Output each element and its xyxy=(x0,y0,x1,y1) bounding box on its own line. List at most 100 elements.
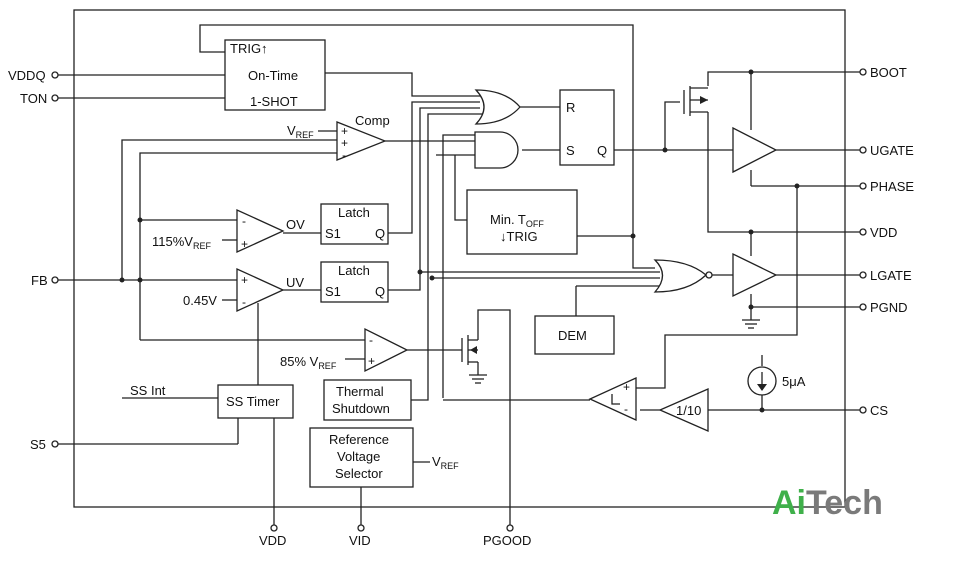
pin-cs-label: CS xyxy=(870,403,888,418)
pin-pgnd: PGND xyxy=(859,300,908,315)
oneshot-1shot-label: 1-SHOT xyxy=(250,94,298,109)
pin-phase: PHASE xyxy=(859,179,914,194)
thermal-line2: Shutdown xyxy=(332,401,390,416)
svg-text:+: + xyxy=(341,136,348,150)
lower-gate-driver xyxy=(732,252,778,298)
ss-timer-label: SS Timer xyxy=(226,394,280,409)
chip-outline xyxy=(73,9,846,508)
cs-amp-plus: + xyxy=(623,380,630,394)
pin-vddq: VDDQ xyxy=(8,68,59,83)
mintoff-line1: Min. TOFF xyxy=(490,212,544,229)
svg-text:+: + xyxy=(368,354,375,368)
oneshot-block: TRIG↑ On-Time 1-SHOT xyxy=(224,39,326,111)
pin-cs: CS xyxy=(859,403,888,418)
pgood-nmos-icon xyxy=(461,335,478,365)
pg-comparator: - + 85% VREF xyxy=(280,327,409,373)
pin-ton: TON xyxy=(20,91,59,106)
pin-fb: FB xyxy=(31,273,59,288)
pin-boot: BOOT xyxy=(859,65,907,80)
oneshot-ontime-label: On-Time xyxy=(248,68,298,83)
current-source: 5μA xyxy=(747,366,806,396)
pin-s5-label: S5 xyxy=(30,437,46,452)
pin-vdd-bottom-label: VDD xyxy=(259,533,286,548)
latch-uv-q: Q xyxy=(375,284,385,299)
svg-text:-: - xyxy=(242,214,246,228)
thermal-shutdown-block: Thermal Shutdown xyxy=(323,379,412,421)
upper-gate-driver xyxy=(732,126,778,174)
mintoff-block: Min. TOFF ↓TRIG xyxy=(466,189,578,255)
cs-amp-minus: - xyxy=(624,402,628,416)
comp-vref-label: VREF xyxy=(287,123,314,140)
logo-part2: Tech xyxy=(806,484,883,522)
pin-vid: VID xyxy=(349,524,371,548)
svg-text:-: - xyxy=(369,333,373,347)
latch-ov: Latch S1 Q xyxy=(320,203,389,245)
arrow-down-icon xyxy=(757,384,767,391)
sr-latch: R S Q xyxy=(559,89,615,166)
refsel-line3: Selector xyxy=(335,466,383,481)
dem-label: DEM xyxy=(558,328,587,343)
pin-pgnd-label: PGND xyxy=(870,300,908,315)
pin-vdd-right-label: VDD xyxy=(870,225,897,240)
junction-dots xyxy=(119,69,800,413)
svg-text:+: + xyxy=(241,273,248,287)
ss-timer-block: SS Timer SS Int xyxy=(130,383,294,419)
pin-pgood-label: PGOOD xyxy=(483,533,531,548)
pin-vid-label: VID xyxy=(349,533,371,548)
or-gate-bottom-bubble xyxy=(705,271,713,279)
sr-q: Q xyxy=(597,143,607,158)
pin-vdd-right: VDD xyxy=(859,225,897,240)
svg-text:+: + xyxy=(341,124,348,138)
upper-fet-icon xyxy=(683,86,708,116)
gain-block: 1/10 xyxy=(658,388,709,432)
wires xyxy=(58,24,860,525)
logo-part1: Ai xyxy=(772,484,806,522)
pin-pgood: PGOOD xyxy=(483,524,531,548)
svg-text:-: - xyxy=(242,295,246,309)
latch-ov-q: Q xyxy=(375,226,385,241)
mintoff-line2: ↓TRIG xyxy=(500,229,538,244)
sr-r: R xyxy=(566,100,575,115)
reference-selector-block: Reference Voltage Selector VREF xyxy=(309,427,459,488)
pin-vdd-bottom: VDD xyxy=(259,524,286,548)
or-gate-bottom xyxy=(653,259,707,293)
current-source-label: 5μA xyxy=(782,374,806,389)
ground-icon xyxy=(742,319,760,329)
comp-comparator: + + - Comp VREF xyxy=(287,113,390,162)
ov-ref-label: 115%VREF xyxy=(152,234,211,251)
svg-text:-: - xyxy=(342,148,346,162)
aitech-logo: AiTech xyxy=(772,484,883,522)
pin-vddq-label: VDDQ xyxy=(8,68,46,83)
ov-comparator: - + OV 115%VREF xyxy=(152,208,305,254)
uv-comparator: + - UV 0.45V xyxy=(183,267,304,313)
ss-int-label: SS Int xyxy=(130,383,166,398)
dem-block: DEM xyxy=(534,315,615,355)
thermal-line1: Thermal xyxy=(336,384,384,399)
ov-label: OV xyxy=(286,217,305,232)
comp-label: Comp xyxy=(355,113,390,128)
svg-text:+: + xyxy=(241,237,248,251)
or-gate-top xyxy=(474,89,521,125)
cs-amplifier: + - xyxy=(588,376,637,422)
refsel-line1: Reference xyxy=(329,432,389,447)
pin-s5: S5 xyxy=(30,437,59,452)
pin-lgate: LGATE xyxy=(859,268,912,283)
uv-label: UV xyxy=(286,275,304,290)
and-gate xyxy=(474,131,519,169)
pin-phase-label: PHASE xyxy=(870,179,914,194)
latch-uv: Latch S1 Q xyxy=(320,261,389,303)
refsel-out-label: VREF xyxy=(432,454,459,471)
pg-ref-label: 85% VREF xyxy=(280,354,337,371)
ground-icon xyxy=(469,374,487,384)
latch-ov-s: S1 xyxy=(325,226,341,241)
oneshot-trig-label: TRIG↑ xyxy=(230,41,268,56)
latch-ov-title: Latch xyxy=(338,205,370,220)
pin-lgate-label: LGATE xyxy=(870,268,912,283)
pin-ugate-label: UGATE xyxy=(870,143,914,158)
pin-boot-label: BOOT xyxy=(870,65,907,80)
latch-uv-title: Latch xyxy=(338,263,370,278)
pin-ugate: UGATE xyxy=(859,143,914,158)
pin-ton-label: TON xyxy=(20,91,47,106)
svg-text:AiTech: AiTech xyxy=(772,484,883,522)
